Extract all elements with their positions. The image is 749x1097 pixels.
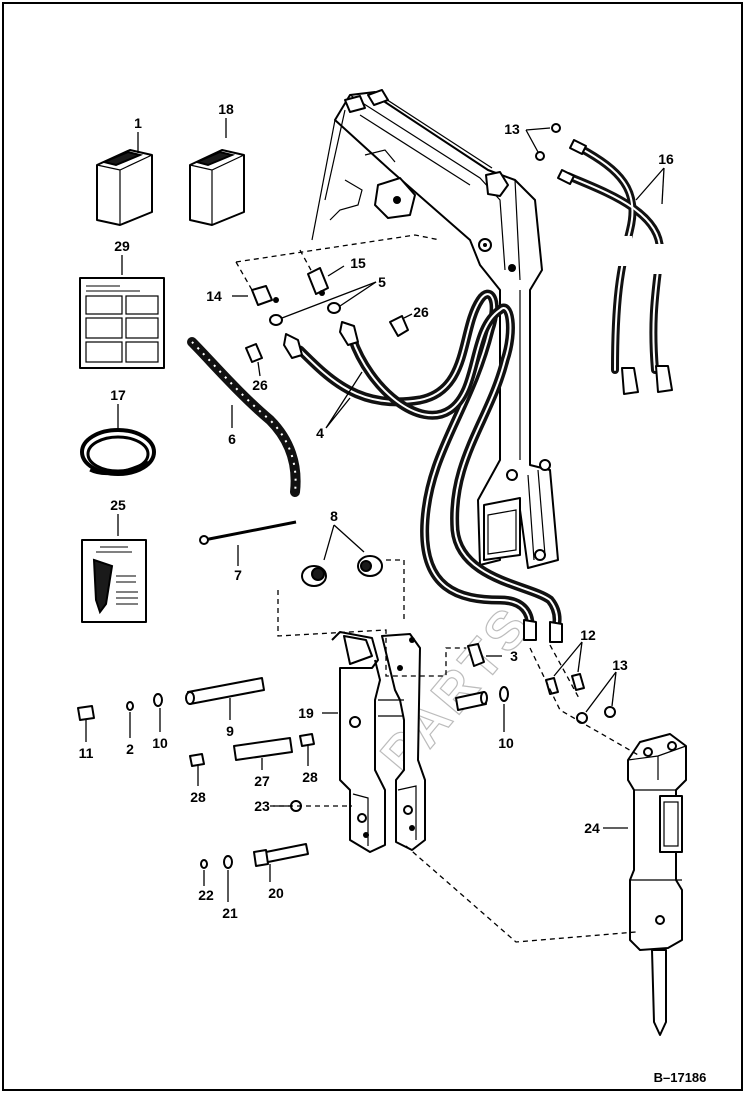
callout-25: 25 (110, 497, 126, 513)
callout-9: 9 (226, 723, 234, 739)
part-16-hoses (557, 139, 673, 395)
callout-8: 8 (330, 508, 338, 524)
part-6-hose (187, 337, 301, 497)
callout-27: 27 (254, 773, 270, 789)
part-25-booklet (81, 514, 147, 623)
callout-28b: 28 (302, 769, 318, 785)
figure-reference: B–17186 (654, 1070, 707, 1085)
callout-3: 3 (510, 648, 518, 664)
part-14-fitting (232, 285, 279, 306)
callout-28a: 28 (190, 789, 206, 805)
callout-10b: 10 (498, 735, 514, 751)
callout-5: 5 (378, 274, 386, 290)
part-21-washer (223, 855, 233, 902)
part-4-hoses (283, 289, 563, 643)
assembly-dash-lines-lower (270, 559, 641, 943)
part-11-bolt (77, 705, 95, 742)
part-29-manual (79, 255, 165, 369)
part-23-nut (273, 800, 302, 812)
callout-16: 16 (658, 151, 674, 167)
part-18-decal (189, 118, 245, 226)
callout-12: 12 (580, 627, 596, 643)
part-5-orings (269, 281, 377, 326)
callout-13b: 13 (612, 657, 628, 673)
callout-4: 4 (316, 425, 324, 441)
callout-20: 20 (268, 885, 284, 901)
part-17-cable (80, 404, 156, 476)
callout-19: 19 (298, 705, 314, 721)
part-13-orings-upper (525, 123, 561, 161)
callout-13a: 13 (504, 121, 520, 137)
callout-24: 24 (584, 820, 600, 836)
part-26-cap-a (389, 313, 413, 337)
callout-6: 6 (228, 431, 236, 447)
callout-22: 22 (198, 887, 214, 903)
part-28-fitting-a (189, 753, 205, 786)
assembly-dash-lines-upper (235, 234, 441, 291)
part-15-fitting (307, 265, 345, 296)
callout-7: 7 (234, 567, 242, 583)
part-9-pin (185, 677, 265, 720)
part-13-orings-lower (576, 671, 617, 724)
part-7-rod (199, 520, 297, 566)
callout-26a: 26 (413, 304, 429, 320)
part-27-tube (233, 737, 293, 770)
excavator-arm (311, 89, 559, 569)
callout-2: 2 (126, 741, 134, 757)
callout-14: 14 (206, 288, 222, 304)
callout-11: 11 (79, 745, 94, 761)
part-pin-right (455, 691, 488, 711)
part-10a-washer (153, 693, 163, 732)
callout-21: 21 (222, 905, 238, 921)
part-19-bracket (322, 631, 426, 853)
callout-17: 17 (110, 387, 126, 403)
callout-23: 23 (254, 798, 270, 814)
callout-10a: 10 (152, 735, 168, 751)
callout-15: 15 (350, 255, 366, 271)
part-8-bushings (301, 524, 383, 587)
part-2-washer (126, 701, 134, 738)
callout-labels: 1 18 29 17 25 14 15 5 26 26 6 4 13 16 7 … (79, 101, 707, 1085)
part-20-bolt (253, 843, 309, 882)
part-12-fittings (545, 641, 585, 695)
part-22-washer (200, 859, 208, 886)
part-3-clip (467, 643, 502, 667)
callout-1: 1 (134, 115, 142, 131)
part-1-decal (96, 132, 153, 226)
part-24-breaker (603, 733, 687, 1036)
callout-29: 29 (114, 238, 130, 254)
callout-26b: 26 (252, 377, 268, 393)
part-28-fitting-b (299, 733, 315, 766)
part-26-cap-b (245, 343, 263, 377)
callout-18: 18 (218, 101, 234, 117)
part-10b-washer (499, 686, 509, 732)
